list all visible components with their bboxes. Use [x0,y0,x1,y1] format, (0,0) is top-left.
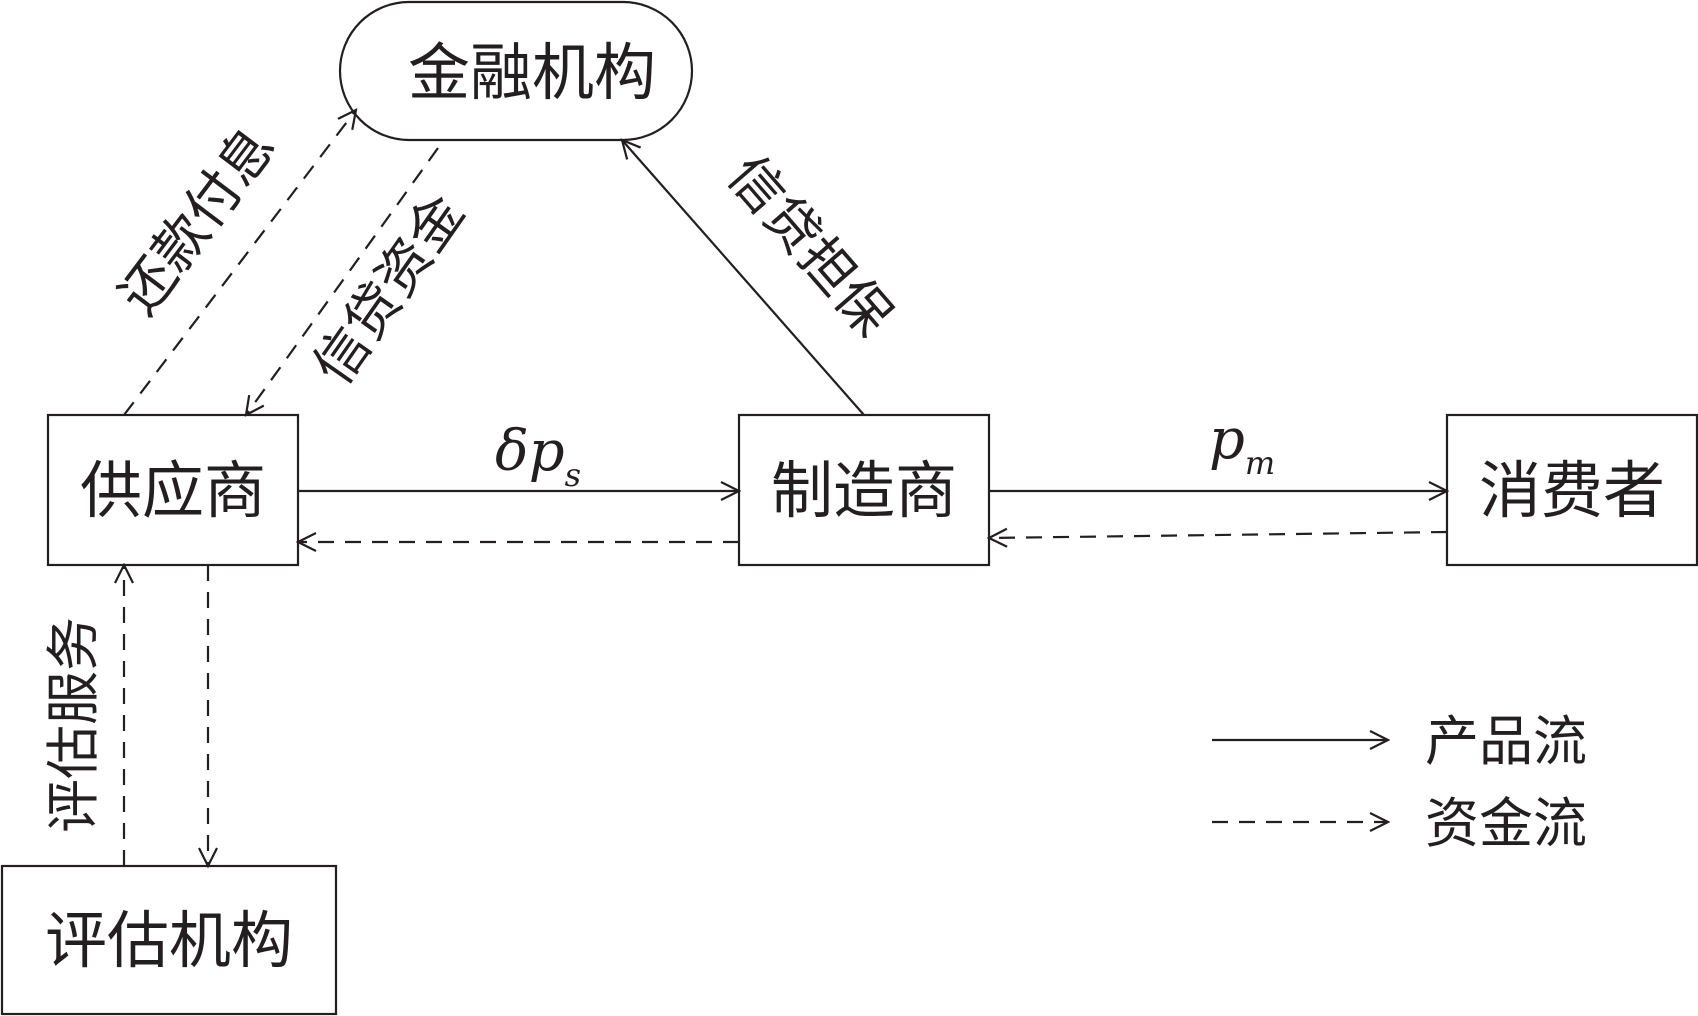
evaluation-service-label: 评估服务 [42,617,105,833]
supplier-price-label: δps [495,419,581,494]
financial-institution-node: 金融机构 [338,0,694,142]
consumer-to-manufacturer-capital-arrow [989,532,1448,538]
credit-guarantee-arrow [622,140,865,416]
legend-product-flow-label: 产品流 [1425,710,1587,773]
legend: 产品流 资金流 [1212,710,1587,855]
manufacturer-node: 制造商 [737,413,991,567]
financial-institution-label: 金融机构 [408,36,656,109]
supplier-price-subscript: s [565,456,581,494]
consumer-label: 消费者 [1479,454,1665,527]
supplier-node: 供应商 [46,413,300,567]
supplier-label: 供应商 [80,454,266,527]
manufacturer-price-main: p [1209,407,1245,472]
credit-guarantee-label: 信贷担保 [715,144,904,348]
credit-funds-arrow [246,147,439,415]
repay-interest-label: 还款付息 [107,116,287,326]
repay-interest-arrow [123,110,356,416]
supplier-price-main: δp [495,419,565,484]
manufacturer-label: 制造商 [771,454,957,527]
evaluation-agency-node: 评估机构 [0,864,338,1016]
legend-capital-flow-label: 资金流 [1425,792,1587,855]
evaluation-agency-label: 评估机构 [45,904,293,977]
manufacturer-price-label: pm [1209,407,1275,482]
manufacturer-price-subscript: m [1245,444,1275,482]
consumer-node: 消费者 [1445,413,1698,567]
